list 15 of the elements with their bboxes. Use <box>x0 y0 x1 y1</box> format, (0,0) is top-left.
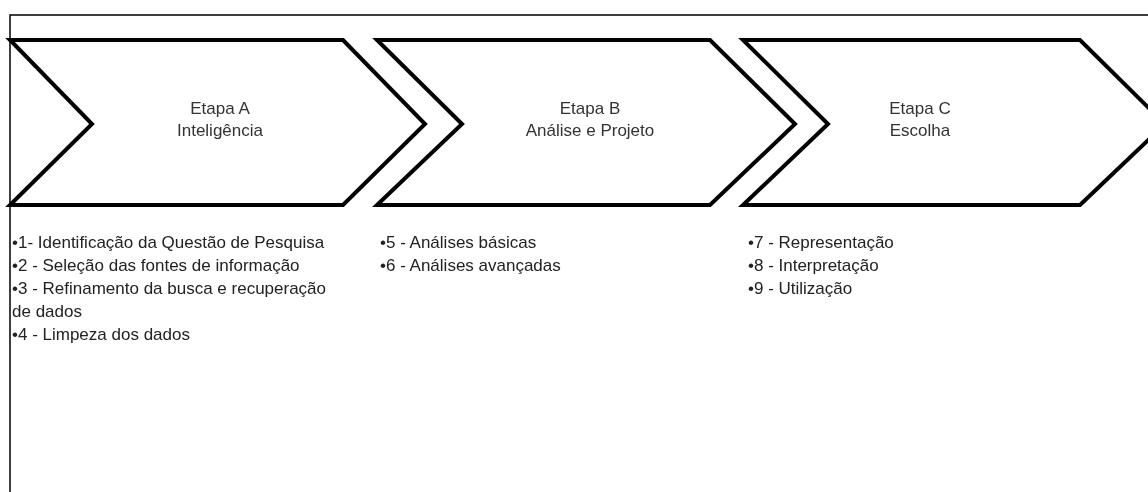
list-item: •7 - Representação <box>748 232 895 254</box>
stage-title: Escolha <box>888 120 952 142</box>
list-item: •4 - Limpeza dos dados <box>12 324 191 346</box>
stage-title: Inteligência <box>176 120 264 142</box>
list-item: •1- Identificação da Questão de Pesquisa <box>12 232 326 254</box>
stage-title: Etapa B <box>558 98 622 120</box>
list-item: •5 - Análises básicas <box>380 232 538 254</box>
stage-title: Etapa A <box>189 98 251 120</box>
list-item: •8 - Interpretação <box>748 255 880 277</box>
list-item: •3 - Refinamento da busca e recuperação de dados <box>12 278 328 323</box>
stage-title: Etapa C <box>888 98 952 120</box>
list-item: •2 - Seleção das fontes de informação <box>12 255 301 277</box>
list-item: •6 - Análises avançadas <box>380 255 562 277</box>
stage-title: Análise e Projeto <box>524 120 656 142</box>
list-item: •9 - Utilização <box>748 278 854 300</box>
